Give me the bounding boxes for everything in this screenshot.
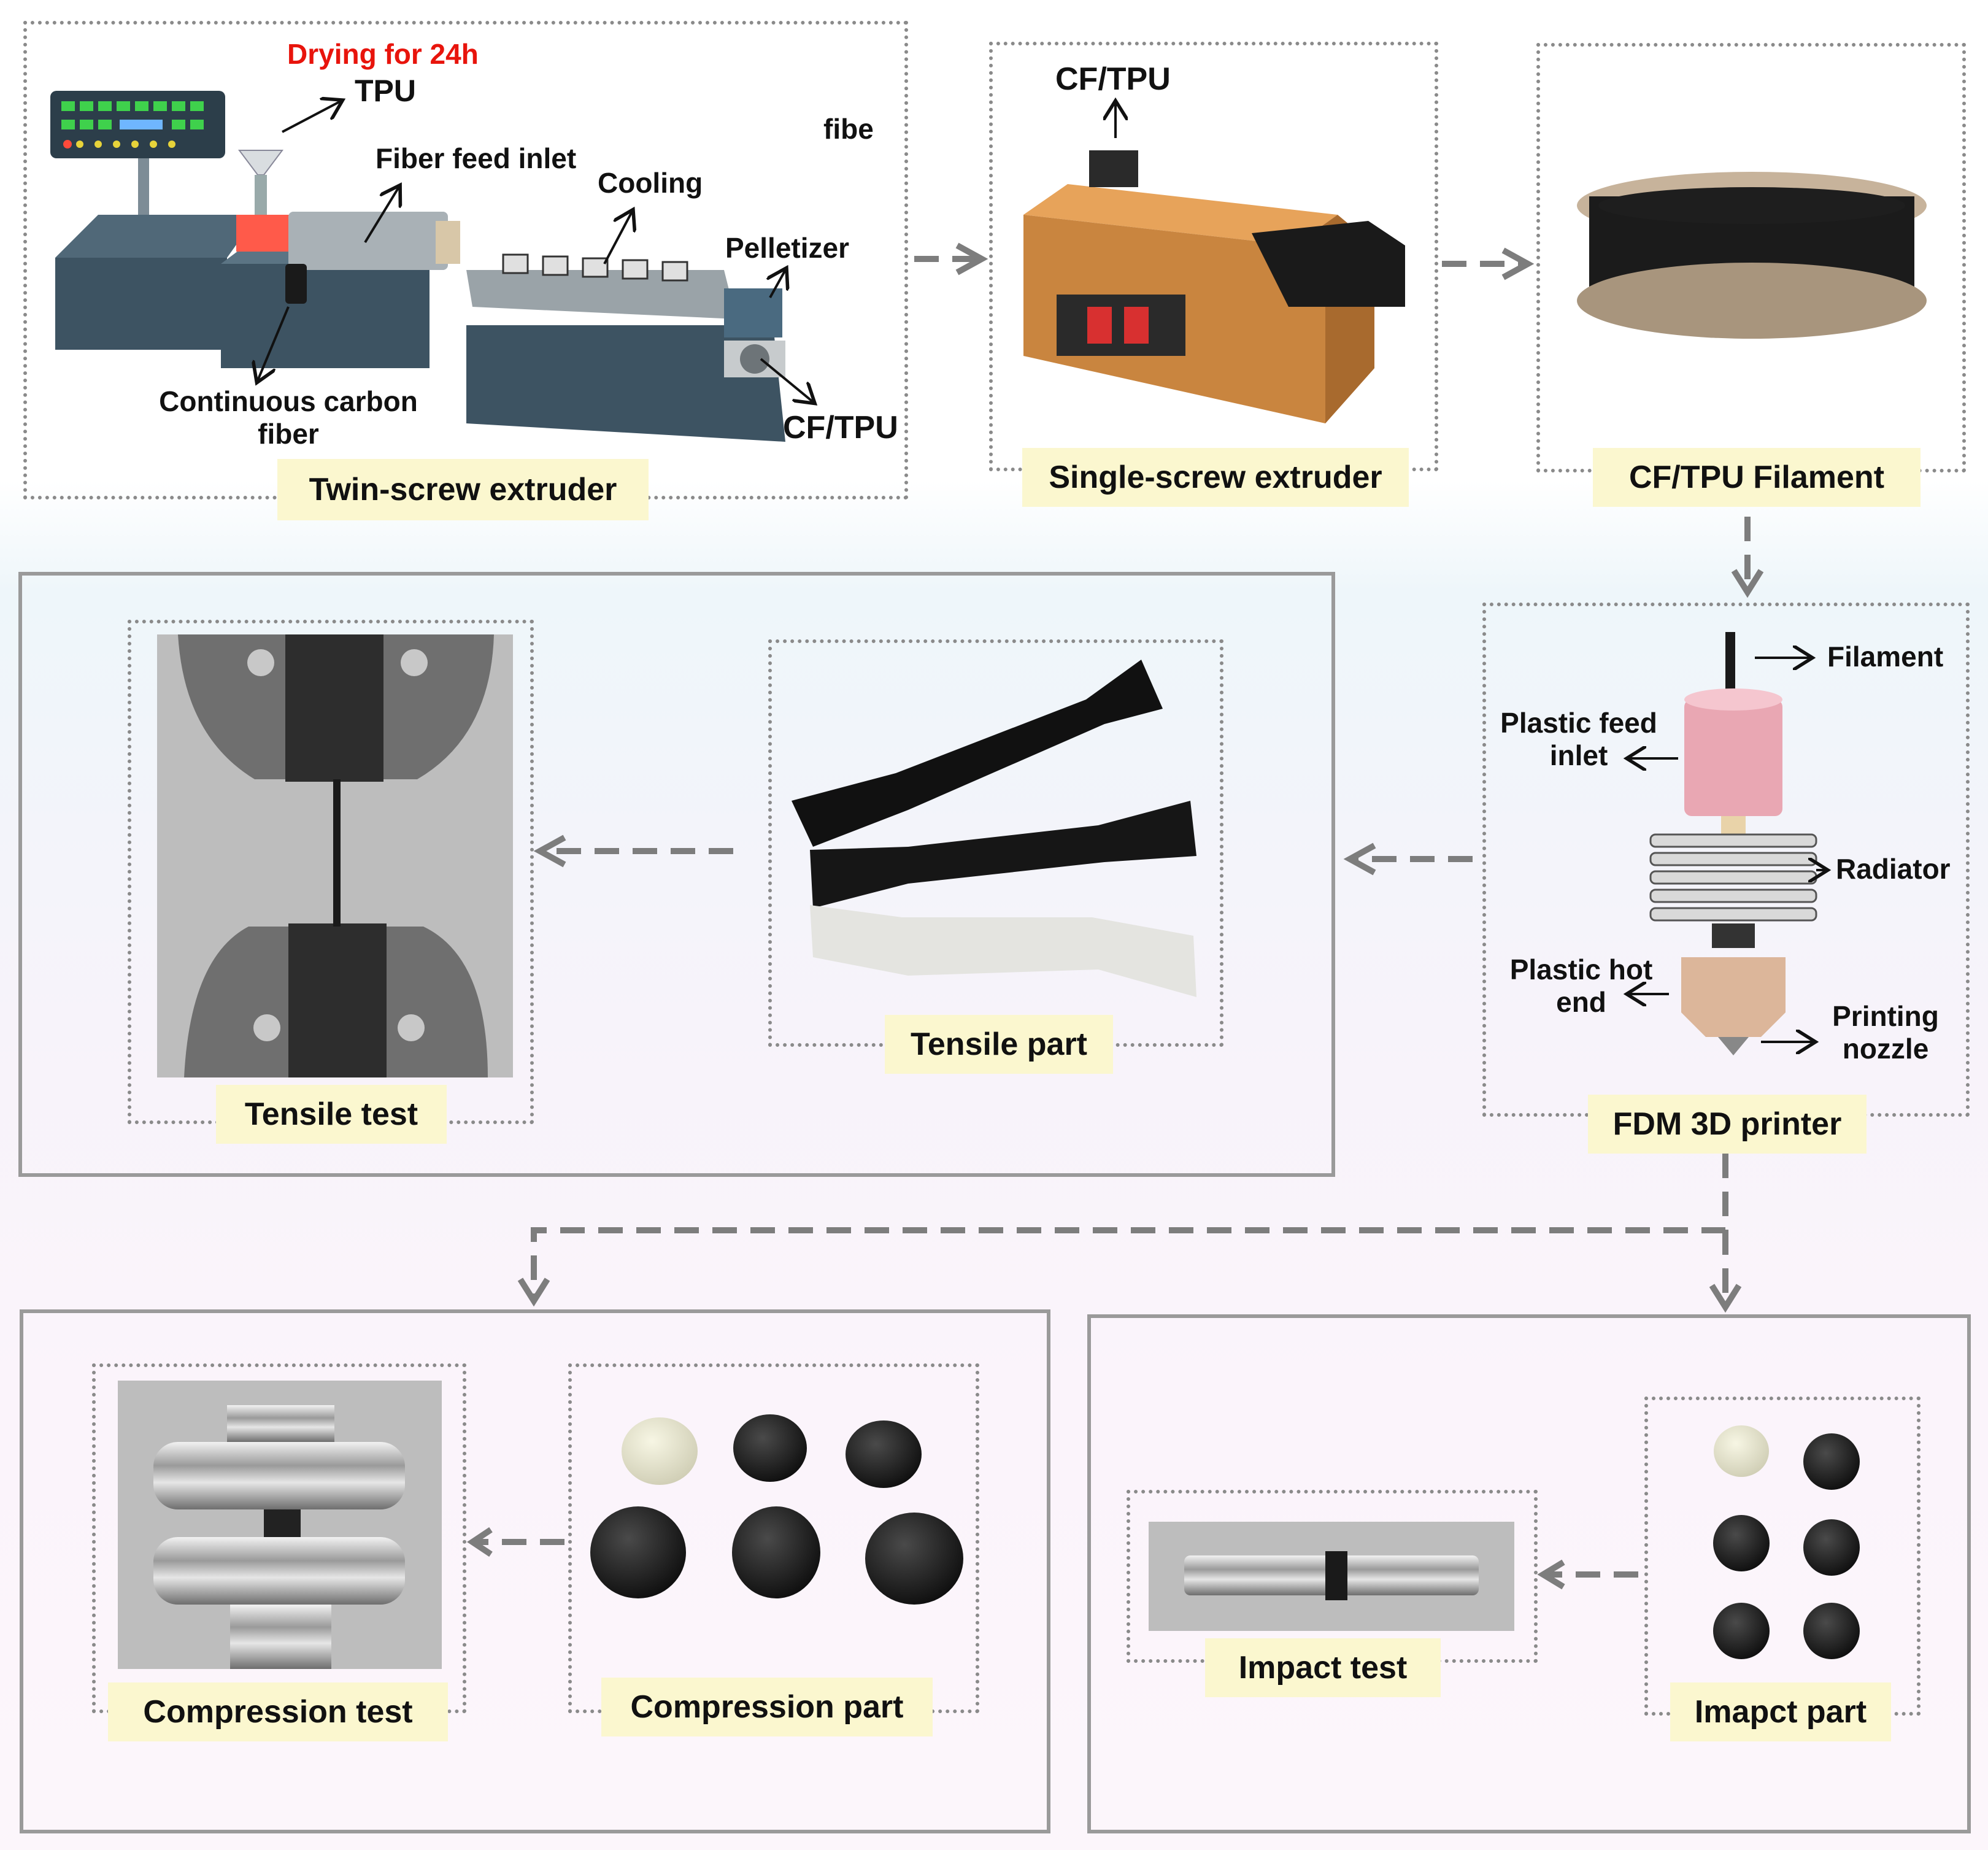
fdm-printer-caption: FDM 3D printer	[1588, 1095, 1867, 1154]
arrow-printer-to-compression	[531, 1154, 1728, 1301]
carbon-fiber-label: Continuous carbon fiber	[153, 385, 423, 450]
arrow-impact-part-to-test-head	[1537, 1559, 1565, 1590]
twin-screw-extruder-caption: Twin-screw extruder	[277, 459, 649, 520]
single-cf-tpu-label: CF/TPU	[1055, 61, 1171, 97]
printing-nozzle-line1: Printing	[1832, 1000, 1939, 1032]
arrow-filament-to-printer-head	[1731, 569, 1764, 598]
tensile-test-caption: Tensile test	[216, 1085, 447, 1144]
arrow-single-to-filament-head	[1501, 247, 1535, 280]
cooling-label: Cooling	[598, 167, 703, 199]
compression-part-caption: Compression part	[601, 1678, 933, 1736]
arrow-compression-part-to-test-head	[466, 1527, 493, 1557]
tensile-part-caption: Tensile part	[885, 1015, 1113, 1074]
twin-screw-extruder-illustration	[50, 91, 813, 442]
drying-label: Drying for 24h	[287, 38, 479, 70]
impact-part-caption: Imapct part	[1670, 1682, 1891, 1741]
compression-outer-panel	[20, 1309, 1050, 1833]
single-screw-extruder-illustration	[1023, 103, 1405, 423]
plastic-hot-end-line1: Plastic hot	[1509, 954, 1653, 985]
printing-nozzle-line2: nozzle	[1842, 1032, 1929, 1065]
fiber-feed-inlet-label: Fiber feed inlet	[376, 142, 577, 174]
carbon-fiber-label-line2: fiber	[258, 417, 319, 450]
plastic-hot-end-line2: end	[1556, 985, 1606, 1018]
impact-test-photo	[1149, 1522, 1514, 1631]
compression-test-caption: Compression test	[108, 1682, 448, 1741]
tensile-outer-panel	[18, 572, 1335, 1177]
arrow-tensile-part-to-test-head	[533, 834, 566, 868]
impact-part-photo	[1713, 1425, 1860, 1659]
flow-arrows	[466, 242, 1764, 1590]
filament-caption: CF/TPU Filament	[1593, 448, 1921, 507]
arrow-twin-to-single-head	[955, 242, 988, 276]
tensile-test-photo	[157, 634, 513, 1077]
filament-spool-illustration	[1577, 172, 1927, 339]
impact-test-caption: Impact test	[1205, 1638, 1441, 1697]
plastic-feed-inlet-line1: Plastic feed	[1500, 707, 1657, 739]
compression-test-photo	[118, 1381, 442, 1669]
printing-nozzle-label: Printing nozzle	[1821, 1000, 1950, 1065]
plastic-feed-inlet-line2: inlet	[1549, 739, 1608, 771]
cf-tpu-output-label: CF/TPU	[783, 410, 898, 445]
arrow-printer-to-impact-head	[1709, 1284, 1742, 1313]
carbon-fiber-label-line1: Continuous carbon	[159, 385, 418, 417]
arrow-printer-to-compression-head	[517, 1278, 550, 1307]
plastic-hot-end-label: Plastic hot end	[1492, 954, 1670, 1019]
printer-filament-label: Filament	[1827, 641, 1944, 673]
fdm-printhead-illustration	[1629, 632, 1825, 1055]
single-screw-extruder-caption: Single-screw extruder	[1022, 448, 1409, 507]
tpu-label: TPU	[355, 74, 416, 108]
compression-part-photo	[590, 1414, 963, 1605]
tensile-part-photo	[792, 660, 1196, 997]
plastic-feed-inlet-label: Plastic feed inlet	[1490, 707, 1668, 772]
fibe-label: fibe	[823, 113, 874, 145]
pelletizer-label: Pelletizer	[725, 232, 849, 264]
arrow-printer-to-tensile-head	[1343, 842, 1376, 876]
impact-outer-panel	[1087, 1314, 1971, 1833]
radiator-label: Radiator	[1836, 853, 1951, 885]
